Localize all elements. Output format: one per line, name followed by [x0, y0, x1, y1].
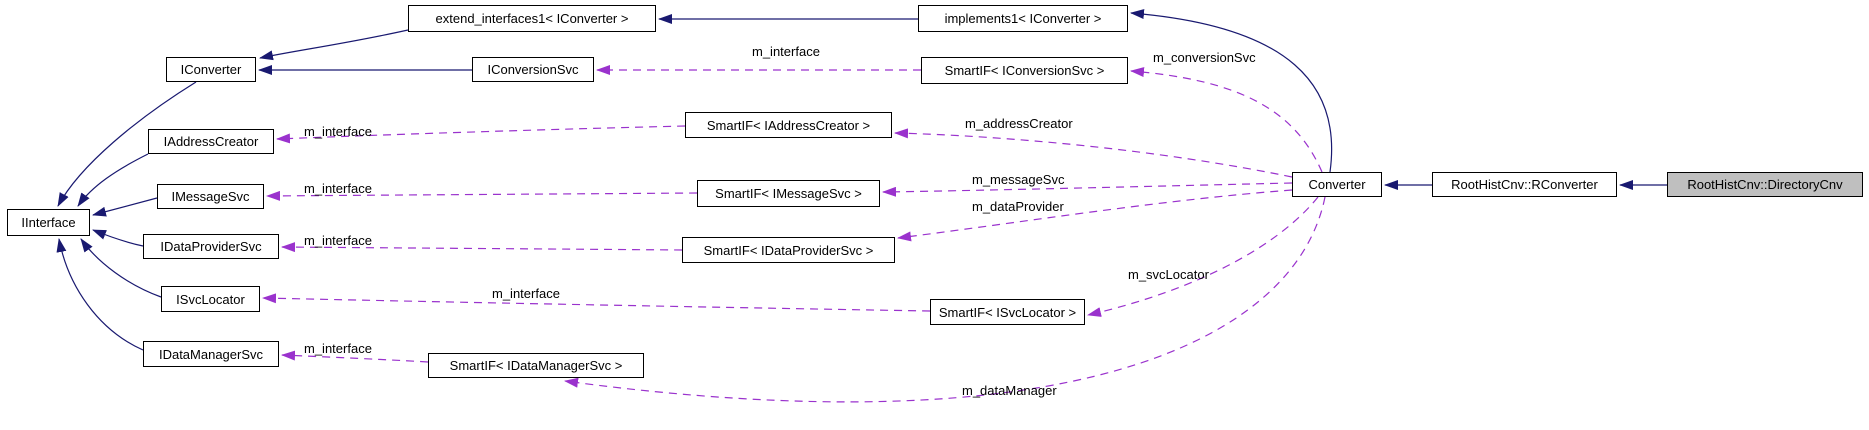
edge-inherit-idataprovidersvc-to-iinterface — [92, 229, 144, 247]
edge-label-m-datamanager: m_dataManager — [962, 383, 1057, 398]
node-iinterface[interactable]: IInterface — [7, 209, 90, 236]
node-roothistcnv-rconverter[interactable]: RootHistCnv::RConverter — [1432, 172, 1617, 197]
edge-label-m-interface-messagesvc: m_interface — [304, 181, 372, 196]
edge-label-m-svclocator: m_svcLocator — [1128, 267, 1209, 282]
edge-use-converter-to-smartif-idatamanagersvc — [564, 196, 1326, 403]
edge-use-converter-to-smartif-imessagesvc — [882, 182, 1293, 197]
edge-label-m-interface-conversionsvc: m_interface — [752, 44, 820, 59]
edge-use-converter-to-smartif-iconversionsvc — [1130, 67, 1323, 173]
edge-use-smartif-idatamanagersvc-to-idatamanagersvc — [281, 350, 429, 363]
edge-inherit-iconverter-to-iinterface — [57, 81, 197, 207]
edge-label-m-addresscreator: m_addressCreator — [965, 116, 1073, 131]
node-idataprovidersvc[interactable]: IDataProviderSvc — [143, 234, 279, 259]
node-iconverter[interactable]: IConverter — [166, 57, 256, 82]
edge-inherit-isvclocator-to-iinterface — [80, 238, 162, 298]
edge-inherit-iaddresscreator-to-iinterface — [77, 153, 149, 207]
node-converter[interactable]: Converter — [1292, 172, 1382, 197]
edge-use-converter-to-smartif-idataprovidersvc — [897, 189, 1293, 242]
edge-use-converter-to-smartif-isvclocator — [1087, 196, 1319, 317]
node-iaddresscreator[interactable]: IAddressCreator — [148, 129, 274, 154]
edge-label-m-dataprovider: m_dataProvider — [972, 199, 1064, 214]
edge-label-m-interface-addresscreator: m_interface — [304, 124, 372, 139]
edge-use-smartif-isvclocator-to-isvclocator — [262, 293, 931, 312]
node-implements1[interactable]: implements1< IConverter > — [918, 5, 1128, 32]
edge-label-m-interface-svclocator: m_interface — [492, 286, 560, 301]
node-isvclocator[interactable]: ISvcLocator — [161, 286, 260, 312]
edge-use-smartif-idataprovidersvc-to-idataprovidersvc — [281, 242, 683, 253]
node-smartif-iaddresscreator[interactable]: SmartIF< IAddressCreator > — [685, 112, 892, 138]
node-roothistcnv-directorycnv: RootHistCnv::DirectoryCnv — [1667, 172, 1863, 197]
node-iconversionsvc[interactable]: IConversionSvc — [472, 57, 594, 82]
edge-label-m-messagesvc: m_messageSvc — [972, 172, 1065, 187]
edge-use-smartif-imessagesvc-to-imessagesvc — [266, 190, 698, 201]
node-smartif-iconversionsvc[interactable]: SmartIF< IConversionSvc > — [921, 57, 1128, 84]
node-smartif-idatamanagersvc[interactable]: SmartIF< IDataManagerSvc > — [428, 353, 644, 378]
edge-inherit-extend-interfaces1-to-iconverter — [259, 29, 409, 61]
edge-use-smartif-iaddresscreator-to-iaddresscreator — [276, 125, 686, 144]
node-imessagesvc[interactable]: IMessageSvc — [157, 184, 264, 209]
edge-inherit-imessagesvc-to-iinterface — [92, 197, 158, 217]
edge-label-m-conversionsvc: m_conversionSvc — [1153, 50, 1256, 65]
node-smartif-idataprovidersvc[interactable]: SmartIF< IDataProviderSvc > — [682, 237, 895, 263]
edge-use-converter-to-smartif-iaddresscreator — [894, 128, 1293, 178]
edge-inherit-converter-to-implements1 — [1130, 9, 1333, 173]
edge-label-m-interface-dataprovider: m_interface — [304, 233, 372, 248]
node-smartif-isvclocator[interactable]: SmartIF< ISvcLocator > — [930, 299, 1085, 325]
node-extend-interfaces1[interactable]: extend_interfaces1< IConverter > — [408, 5, 656, 32]
node-smartif-imessagesvc[interactable]: SmartIF< IMessageSvc > — [697, 180, 880, 207]
edge-inherit-idatamanagersvc-to-iinterface — [56, 238, 144, 351]
edge-label-m-interface-datamanager: m_interface — [304, 341, 372, 356]
node-idatamanagersvc[interactable]: IDataManagerSvc — [143, 341, 279, 367]
